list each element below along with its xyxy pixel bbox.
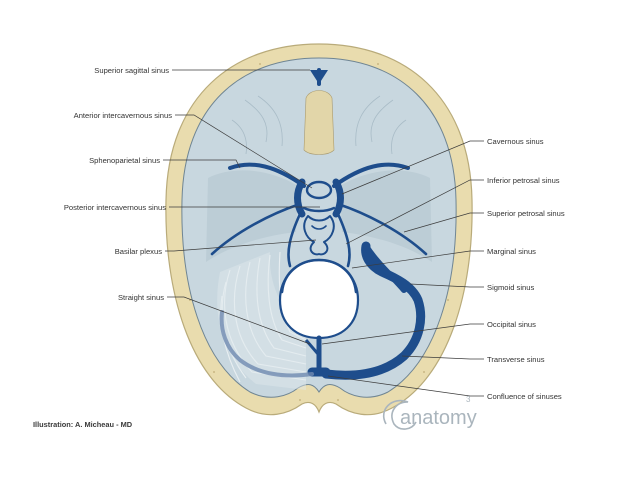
transverse-sinus-right: [321, 241, 426, 380]
straight-sinus: [304, 339, 320, 355]
label-sphenoparietal-sinus: Sphenoparietal sinus: [89, 156, 160, 165]
inferior-petrosal-sinus-left: [287, 212, 302, 268]
sphenoparietal-sinus-left: [228, 162, 306, 188]
label-superior-petrosal-sinus: Superior petrosal sinus: [487, 209, 565, 218]
illustration-credit: Illustration: A. Micheau - MD: [33, 420, 133, 429]
label-inferior-petrosal-sinus: Inferior petrosal sinus: [487, 176, 560, 185]
cavernous-sinus-left: [294, 178, 306, 218]
label-marginal-sinus: Marginal sinus: [487, 247, 536, 256]
tentorium-lines: [220, 251, 307, 383]
labels-right: Cavernous sinus Inferior petrosal sinus …: [487, 137, 565, 401]
basilar-plexus: [303, 215, 335, 256]
transverse-sinus-left: [219, 310, 314, 378]
orbital-ridges: [231, 95, 407, 155]
dura-floor: [181, 57, 457, 398]
superior-sagittal-triangle: [310, 70, 328, 84]
sphenoparietal-sinus-right: [332, 162, 410, 188]
marginal-sinus: [280, 258, 358, 294]
label-posterior-intercavernous-sinus: Posterior intercavernous sinus: [64, 203, 166, 212]
labels-left: Superior sagittal sinus Anterior interca…: [64, 66, 172, 302]
brand-swirl-icon: [383, 399, 417, 430]
ethmoid-region: [303, 90, 335, 155]
brand-name: anatomy: [400, 407, 477, 429]
leader-lines: [163, 69, 484, 397]
label-sigmoid-sinus: Sigmoid sinus: [487, 283, 534, 292]
label-straight-sinus: Straight sinus: [118, 293, 164, 302]
anterior-intercavernous-ring: [305, 180, 333, 200]
label-basilar-plexus: Basilar plexus: [115, 247, 162, 256]
label-transverse-sinus: Transverse sinus: [487, 355, 545, 364]
brand-logo: anatomy 3: [383, 395, 477, 430]
tentorium-fill: [217, 252, 306, 390]
label-anterior-intercavernous-sinus: Anterior intercavernous sinus: [74, 111, 173, 120]
label-occipital-sinus: Occipital sinus: [487, 320, 536, 329]
label-cavernous-sinus: Cavernous sinus: [487, 137, 544, 146]
cavernous-sinus-right: [332, 178, 344, 218]
label-superior-sagittal-sinus: Superior sagittal sinus: [94, 66, 169, 75]
sigmoid-sinus-right: [363, 243, 407, 293]
label-confluence-of-sinuses: Confluence of sinuses: [487, 392, 562, 401]
brand-superscript: 3: [466, 395, 471, 404]
posterior-intercavernous-sinus: [302, 206, 336, 213]
